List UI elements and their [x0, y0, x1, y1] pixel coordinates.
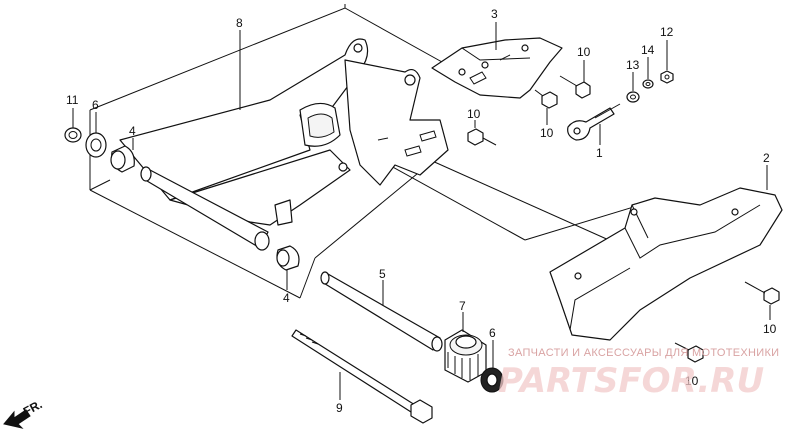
bolt-10a[interactable]	[559, 75, 591, 99]
bolt-1[interactable]	[567, 103, 621, 141]
washer-13[interactable]	[626, 91, 640, 103]
callout-10-d: 10	[763, 322, 777, 336]
bolt-10d[interactable]	[744, 281, 780, 305]
callout-9: 9	[336, 401, 343, 415]
callout-10-b: 10	[540, 126, 554, 140]
callout-6-left: 6	[92, 98, 99, 112]
callout-8: 8	[236, 16, 243, 30]
pivot-bolt-9[interactable]	[291, 329, 433, 424]
callout-2: 2	[763, 151, 770, 165]
callout-10-c: 10	[467, 107, 481, 121]
pivot-collar-7[interactable]	[444, 329, 487, 383]
callout-14: 14	[641, 43, 655, 57]
callout-1: 1	[596, 146, 603, 160]
leader-lines	[72, 22, 771, 400]
nut-12[interactable]	[660, 70, 674, 84]
callout-7: 7	[459, 299, 466, 313]
bracket-3[interactable]	[431, 37, 563, 99]
bushing-4-upper[interactable]	[110, 145, 135, 173]
callout-6-right: 6	[489, 326, 496, 340]
bolt-10c[interactable]	[467, 128, 497, 146]
callout-4-upper: 4	[129, 124, 136, 138]
watermark-caption: ЗАПЧАСТИ И АКСЕССУАРЫ ДЛЯ МОТОТЕХНИКИ	[508, 347, 779, 359]
callout-13: 13	[626, 58, 640, 72]
callout-3: 3	[491, 7, 498, 21]
seal-6-right[interactable]	[480, 367, 504, 393]
pivot-pipe-5[interactable]	[320, 271, 443, 352]
front-arrow-icon	[3, 409, 31, 429]
callout-4-lower: 4	[283, 291, 290, 305]
bolt-10b[interactable]	[534, 89, 558, 109]
callout-10-e: 10	[685, 374, 699, 388]
callout-11: 11	[66, 93, 79, 107]
watermark-brand: PARTSFOR.RU	[498, 361, 764, 401]
callout-10-a: 10	[577, 45, 591, 59]
callouts: 3 8 11 6 4 4 5 7 6 9 2 1 10 10 10 10 10 …	[66, 7, 777, 415]
cover-2[interactable]	[549, 187, 783, 341]
washer-14[interactable]	[642, 79, 654, 89]
callout-5: 5	[379, 267, 386, 281]
swing-arm-8[interactable]	[119, 38, 449, 251]
watermark: ЗАПЧАСТИ И АКСЕССУАРЫ ДЛЯ МОТОТЕХНИКИ PA…	[498, 347, 779, 401]
bushing-4-lower[interactable]	[276, 245, 300, 271]
bolt-10e[interactable]	[674, 342, 704, 363]
callout-12: 12	[660, 25, 674, 39]
front-direction-indicator: FR.	[3, 397, 44, 429]
cap-11[interactable]	[64, 127, 82, 143]
seal-6-left[interactable]	[85, 132, 107, 158]
